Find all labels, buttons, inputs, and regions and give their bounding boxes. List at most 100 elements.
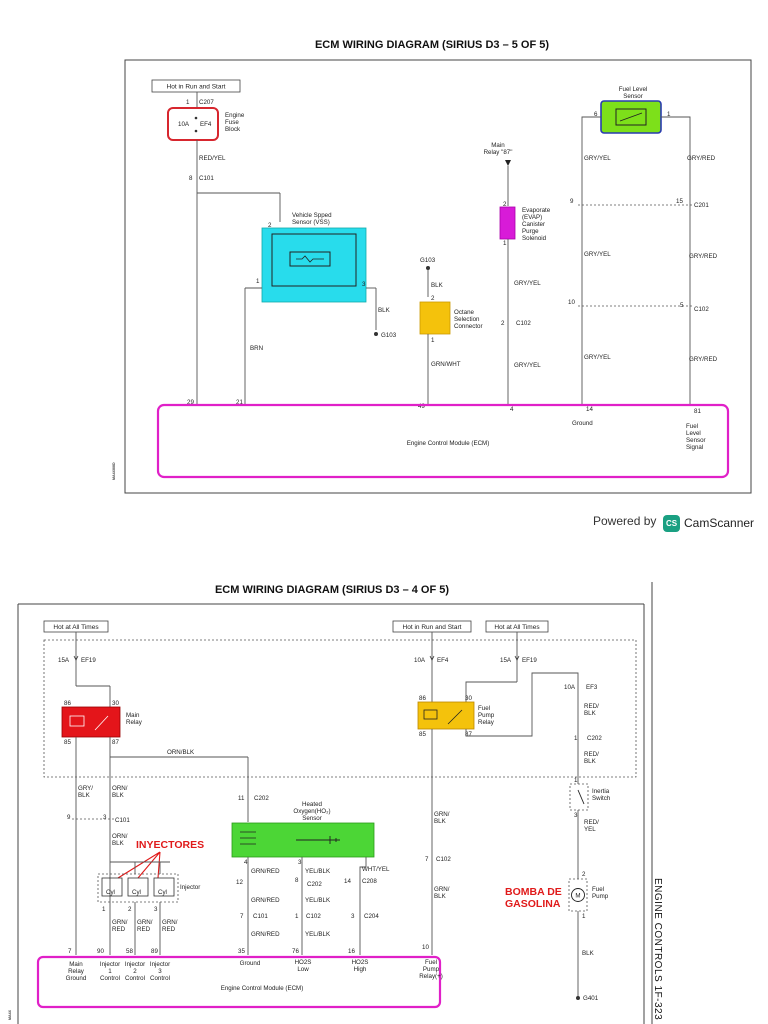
- c102c-pin: 7: [425, 856, 429, 863]
- vss-pin-right: 3: [362, 281, 366, 288]
- octane-pin-bottom: 1: [431, 337, 435, 344]
- inertia-label: Switch: [592, 795, 611, 802]
- o2-sensor-label: Heated: [302, 801, 323, 808]
- wire-color: RED/: [584, 703, 599, 710]
- wire-color: ORN/: [112, 785, 128, 792]
- wire: [465, 681, 517, 702]
- ecm-pin-label: High: [354, 966, 367, 973]
- c202-connector: C202: [254, 795, 269, 802]
- wire: [661, 116, 691, 405]
- wire-color: BRN: [250, 345, 263, 352]
- inertia-pin-bottom: 3: [574, 812, 578, 819]
- c202c-pin-left: 12: [236, 879, 243, 886]
- relay-switch-icon: [94, 715, 109, 731]
- wire-color: GRN/RED: [251, 931, 280, 938]
- ground-label: G103: [381, 332, 397, 339]
- ecm-pin: 16: [348, 948, 355, 955]
- page-4-of-5: ECM WIRING DIAGRAM (SIRIUS D3 – 4 OF 5) …: [8, 582, 663, 1024]
- ecm-pin-label: Control: [150, 975, 170, 982]
- relay-coil-icon: [423, 709, 438, 720]
- wire: [465, 672, 579, 737]
- wire-color: YEL/BLK: [305, 868, 331, 875]
- injectores-note: INYECTORES: [136, 839, 204, 851]
- wire-color: BLK: [431, 282, 444, 289]
- o2-sensor-label: Sensor: [302, 815, 322, 822]
- octane-label: Selection: [454, 316, 480, 323]
- c101-connector: C101: [115, 817, 130, 824]
- ground-icon: [374, 332, 378, 336]
- main-relay: [61, 706, 121, 738]
- wire-color: GRY/RED: [689, 253, 718, 260]
- ecm-pin: 58: [126, 948, 133, 955]
- c202a-pin: 1: [574, 735, 578, 742]
- wire-color: RED/YEL: [199, 155, 226, 162]
- wire-color: WHT/YEL: [362, 866, 390, 873]
- inertia-label: Inertia: [592, 788, 610, 795]
- wire-color: GRN/RED: [251, 897, 280, 904]
- fuse-block-label: Fuse: [225, 119, 239, 126]
- ecm-pin: 81: [694, 408, 701, 415]
- motor-icon: [571, 888, 585, 902]
- c204-connector: C204: [364, 913, 379, 920]
- fuse-icon: [73, 655, 79, 661]
- motor-label: M: [575, 893, 580, 900]
- ecm-pin: 21: [236, 399, 243, 406]
- ecm-pin: 89: [151, 948, 158, 955]
- fuel-signal-label: Signal: [686, 444, 703, 451]
- wire-color: GRY/: [78, 785, 93, 792]
- page1-frame: [124, 59, 752, 494]
- injector-cyl3: [153, 877, 175, 897]
- vss-inner-box: [271, 233, 357, 287]
- ecm-module-page2: [36, 955, 442, 1009]
- fuse-name: EF3: [586, 684, 598, 691]
- octane-label: Connector: [454, 323, 483, 330]
- evap-label: Canister: [522, 221, 545, 228]
- wire-color: GRY/YEL: [514, 362, 541, 369]
- evap-label: Evaporate: [522, 207, 551, 214]
- c102-pin: 2: [501, 320, 505, 327]
- injector-cyl-label: Cyl: [158, 889, 167, 896]
- ecm-pin: 10: [422, 944, 429, 951]
- wire-color: RED: [137, 926, 151, 933]
- wire-color: GRY/RED: [687, 155, 716, 162]
- c101-connector: C101: [199, 175, 214, 182]
- main-relay-label: Relay: [126, 719, 143, 726]
- hot-run-start-label: Hot in Run and Start: [403, 624, 462, 631]
- fuse-name: EF19: [81, 657, 96, 664]
- fuel-signal-label: Level: [686, 430, 701, 437]
- injector-pin: 3: [154, 906, 158, 913]
- evap-solenoid: [499, 206, 516, 240]
- fuel-signal-label: Fuel: [686, 423, 698, 430]
- c101-pin-right: 3: [103, 814, 107, 821]
- vss-label: Vehicle Spped: [292, 212, 332, 219]
- ecm-pin-label: Injector: [150, 961, 170, 968]
- ecm-label: Engine Control Module (ECM): [221, 985, 304, 992]
- fuel-pump-label: Pump: [592, 893, 609, 900]
- wire-color: GRN/: [162, 919, 178, 926]
- injector-cyl1: [101, 877, 123, 897]
- ecm-pin-label: HO2S: [352, 959, 369, 966]
- camscanner-name: CamScanner: [684, 516, 755, 530]
- ecm-pin-label: Injector: [125, 961, 145, 968]
- c102-connector: C102: [516, 320, 531, 327]
- ecm-pin: 35: [238, 948, 245, 955]
- ecm-pin-label: Pump: [423, 966, 440, 973]
- wire-color: YEL: [584, 826, 596, 833]
- relay-switch-icon: [447, 709, 463, 725]
- inertia-pin-top: 1: [574, 777, 578, 784]
- c201-pin-right: 15: [676, 198, 683, 205]
- fuse-block-label: Block: [225, 126, 241, 133]
- arrow-down-icon: [505, 160, 511, 166]
- wire-color: GRY/RED: [689, 356, 718, 363]
- ground-icon: [576, 996, 580, 1000]
- fuse-rating: 15A: [58, 657, 70, 664]
- wire: [359, 857, 367, 955]
- fuse-rating: 15A: [500, 657, 512, 664]
- hot-all-times-label: Hot at All Times: [53, 624, 99, 631]
- engine-fuse-block: [167, 107, 219, 141]
- vss-pin-left: 1: [256, 278, 260, 285]
- fuel-sensor-label: Fuel Level: [619, 86, 648, 93]
- relay-pin: 85: [64, 739, 71, 746]
- vss-waveform-icon: [296, 255, 324, 263]
- inertia-switch: [569, 783, 589, 811]
